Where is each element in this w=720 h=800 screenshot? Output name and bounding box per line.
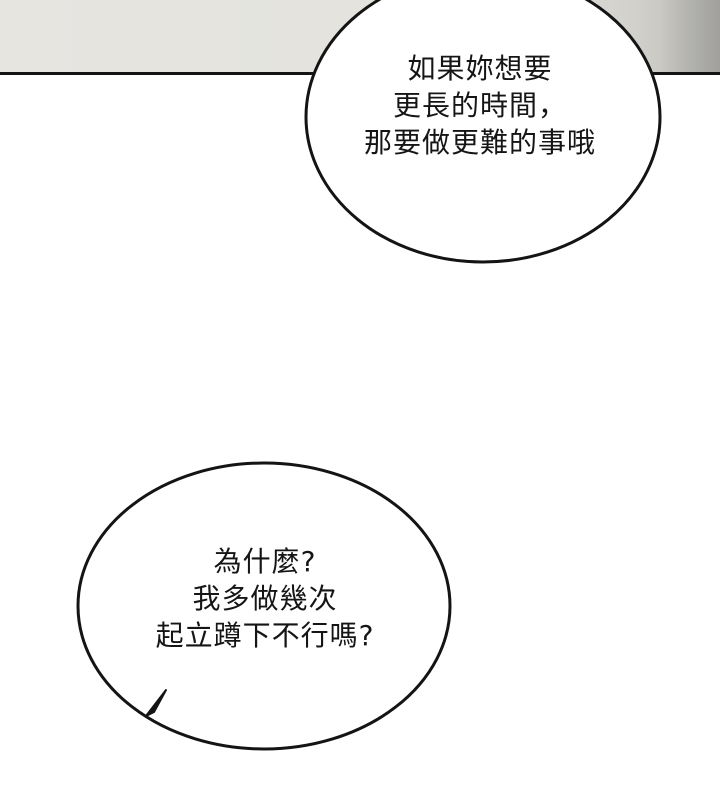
speech-bubble-1: [304, 0, 662, 264]
speech-bubble-1-text: 如果妳想要 更長的時間， 那要做更難的事哦: [330, 50, 630, 161]
speech-bubble-2-text: 為什麼? 我多做幾次 起立蹲下不行嗎?: [115, 543, 415, 654]
bubble-2-line-2: 我多做幾次: [192, 582, 338, 615]
speech-bubble-2: [76, 461, 452, 751]
bubble-1-line-2: 更長的時間，: [392, 89, 567, 122]
bubble-1-line-1: 如果妳想要: [407, 52, 553, 85]
speech-bubble-2-tail: [145, 689, 167, 717]
bubble-2-line-3: 起立蹲下不行嗎?: [155, 619, 375, 652]
bubble-1-line-3: 那要做更難的事哦: [363, 126, 596, 159]
panel-shadow: [660, 0, 720, 72]
bubble-2-line-1: 為什麼?: [213, 545, 317, 578]
